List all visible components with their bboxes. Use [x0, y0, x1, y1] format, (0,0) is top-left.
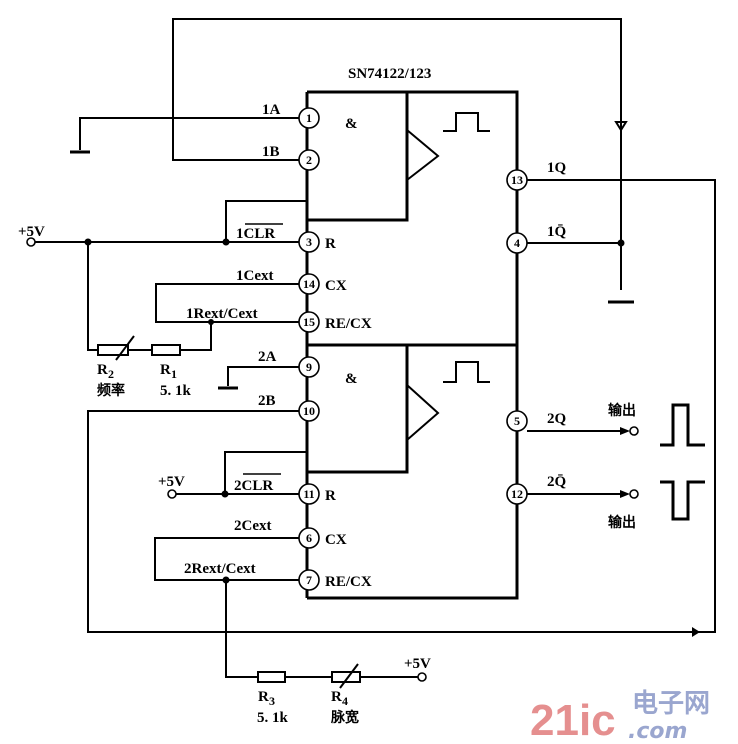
watermark-21ic: 21ic: [530, 696, 616, 744]
r2-description: 频率: [97, 382, 125, 399]
pin-2a-label: 2A: [258, 349, 277, 365]
variable-arrow-icon: [115, 335, 135, 361]
pin-14-number: 14: [303, 277, 315, 291]
r1-label: R: [160, 362, 171, 378]
r4-subscript: 4: [342, 694, 348, 708]
pin-3-number: 3: [306, 235, 312, 249]
pin-4-number: 4: [514, 236, 520, 250]
supply-terminal: [417, 672, 427, 682]
pin-1b-label: 1B: [262, 144, 280, 160]
supply-terminal: [26, 237, 36, 247]
upper-and-gate-box: [307, 90, 409, 222]
lower-and-gate-box: [307, 343, 409, 474]
pin-1cext-label: 1Cext: [236, 268, 274, 284]
r2-subscript: 2: [108, 367, 114, 381]
r1-resistor: [151, 344, 181, 356]
output-label-top: 输出: [608, 402, 636, 419]
output-1q-label: 1Q: [547, 160, 567, 176]
supply-label: +5V: [18, 224, 45, 240]
pin-6-function: CX: [325, 532, 347, 548]
pin-15-function: RE/CX: [325, 316, 372, 332]
variable-arrow-icon: [339, 663, 359, 689]
pin-1rext-label: 1Rext/Cext: [186, 306, 258, 322]
pin-1a-label: 1A: [262, 102, 281, 118]
pin-2cext-label: 2Cext: [234, 518, 272, 534]
pin-15-number: 15: [303, 315, 315, 329]
terminals: [26, 237, 639, 682]
output-2q-label: 2Q: [547, 411, 567, 427]
watermark: 21ic 电子网 .com: [530, 689, 710, 744]
supply-terminal: [167, 489, 177, 499]
pin-7-function: RE/CX: [325, 574, 372, 590]
pin-2-number: 2: [306, 153, 312, 167]
upper-and-symbol: &: [345, 116, 358, 132]
r2-resistor: [97, 344, 129, 356]
r3-subscript: 3: [269, 694, 275, 708]
pin-5-number: 5: [514, 414, 520, 428]
pin-13-number: 13: [511, 173, 523, 187]
r2-label: R: [97, 362, 108, 378]
pin-9-number: 9: [306, 360, 312, 374]
pins: [298, 107, 528, 591]
pin-12-number: 12: [511, 487, 523, 501]
r3-resistor: [257, 671, 286, 683]
lower-and-symbol: &: [345, 371, 358, 387]
r4-label: R: [331, 689, 342, 705]
wires: [34, 18, 716, 678]
pin-2clr-label: 2CLR: [234, 478, 273, 494]
pin-14-function: CX: [325, 278, 347, 294]
pin-2b-label: 2B: [258, 393, 276, 409]
r3-label: R: [258, 689, 269, 705]
pin-10-number: 10: [303, 404, 315, 418]
junctions: [84, 238, 625, 584]
upper-schmitt-trigger-icon: [406, 129, 440, 181]
output-terminal: [629, 489, 639, 499]
pin-1clr-label: 1CLR: [236, 226, 275, 242]
pin-6-number: 6: [306, 531, 312, 545]
pin-7-number: 7: [306, 573, 312, 587]
r3-value: 5. 1k: [257, 710, 289, 726]
r1-subscript: 1: [171, 367, 177, 381]
lower-monostable-outline: [307, 343, 519, 600]
pin-3-function: R: [325, 236, 336, 252]
r4-description: 脉宽: [330, 709, 359, 726]
r1-value: 5. 1k: [160, 383, 192, 399]
negative-pulse-waveform: [660, 480, 705, 521]
chip-body: [305, 90, 519, 600]
output-label-bottom: 输出: [608, 514, 636, 531]
positive-pulse-waveform: [660, 403, 705, 447]
lower-schmitt-trigger-icon: [406, 384, 440, 441]
labels: SN74122/123 & & 1A 1B 1CLR R 1Cext CX 1R…: [18, 66, 636, 726]
resistors: [97, 335, 361, 689]
pin-numbers: 1 2 3 14 15 9 10 11 6 7 13 4 5 12: [303, 111, 523, 587]
watermark-com: .com: [628, 719, 687, 744]
output-2qbar-label: 2Q̄: [547, 474, 567, 490]
pin-11-function: R: [325, 488, 336, 504]
output-terminal: [629, 426, 639, 436]
watermark-cn: 电子网: [632, 689, 710, 719]
lower-pulse-icon: [443, 361, 490, 383]
output-1qbar-label: 1Q̄: [547, 224, 567, 240]
supply-label: +5V: [404, 656, 431, 672]
pin-1-number: 1: [306, 111, 312, 125]
pin-11-number: 11: [303, 487, 314, 501]
upper-pulse-icon: [443, 112, 490, 132]
chip-title: SN74122/123: [348, 66, 431, 82]
supply-label: +5V: [158, 474, 185, 490]
pin-2rext-label: 2Rext/Cext: [184, 561, 256, 577]
r4-resistor: [331, 671, 361, 683]
